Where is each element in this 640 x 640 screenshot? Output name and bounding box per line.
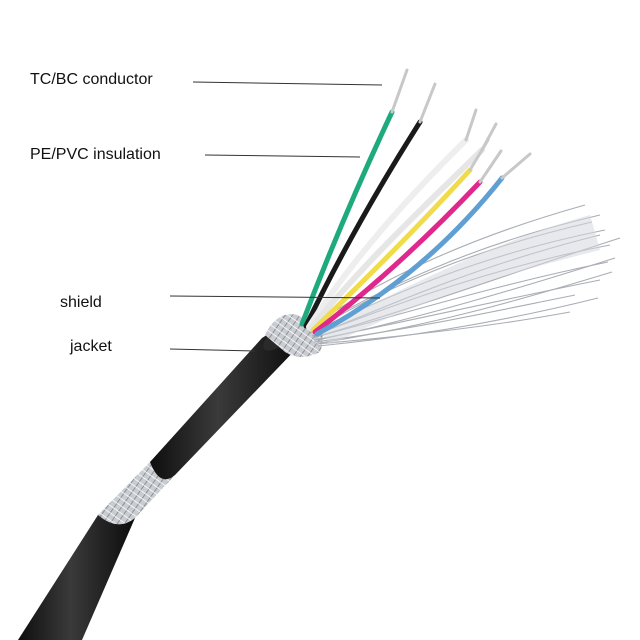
label-jacket: jacket bbox=[70, 338, 112, 355]
shield-strand-bundle bbox=[320, 215, 600, 345]
wire-green bbox=[299, 109, 395, 327]
insulated-wires bbox=[299, 109, 505, 337]
label-insulation: PE/PVC insulation bbox=[30, 146, 161, 163]
leader-line-jacket bbox=[169, 348, 256, 352]
wire-blue bbox=[314, 175, 505, 337]
conductor-tips bbox=[390, 68, 532, 184]
label-shield: shield bbox=[60, 294, 102, 311]
wire-magenta bbox=[312, 179, 483, 335]
wire-yellow bbox=[310, 167, 473, 333]
shield-braid-middle bbox=[98, 461, 175, 525]
wire-white-1 bbox=[306, 137, 469, 330]
label-conductor: TC/BC conductor bbox=[30, 71, 153, 88]
wire-white-2 bbox=[308, 147, 485, 331]
leader-line-insulation bbox=[204, 154, 361, 158]
leader-line-shield bbox=[169, 295, 381, 299]
jacket-lower bbox=[18, 508, 135, 640]
leader-line-conductor bbox=[192, 81, 383, 86]
leader-lines bbox=[169, 81, 383, 352]
wire-black bbox=[303, 119, 423, 329]
jacket-upper bbox=[150, 331, 300, 480]
